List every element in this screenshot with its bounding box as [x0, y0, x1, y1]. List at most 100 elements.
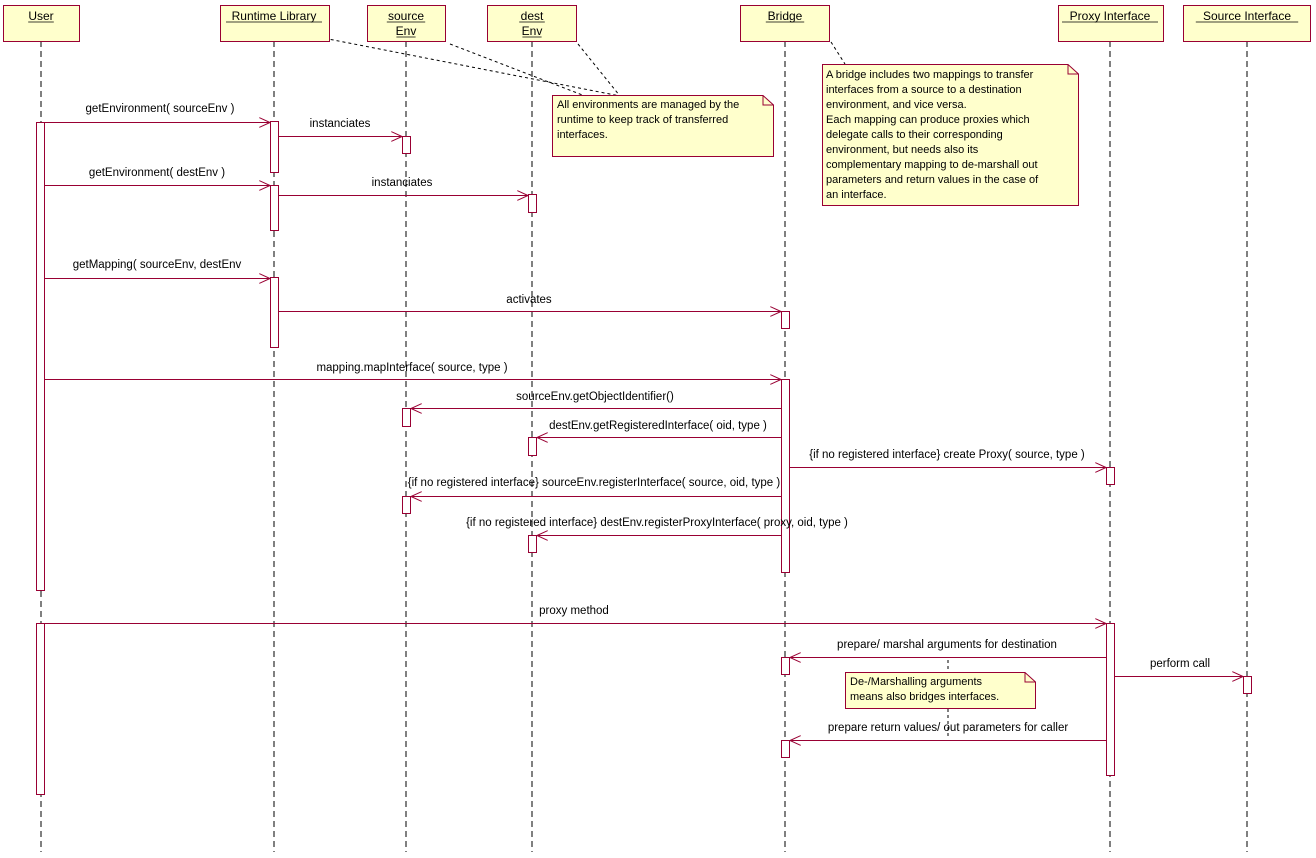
- message-bridge-to-source-env: sourceEnv.getObjectIdentifier(): [411, 391, 781, 409]
- note-text-line: parameters and return values in the case…: [826, 174, 1039, 186]
- note-marshalling: De-/Marshalling arguments means also brid…: [845, 672, 1036, 709]
- participant-proxy: Proxy Interface: [1058, 5, 1164, 42]
- participant-box: [487, 5, 577, 42]
- message-proxy-to-bridge: prepare return values/ out parameters fo…: [790, 722, 1106, 741]
- participant-box: [1058, 5, 1164, 42]
- message-bridge-to-proxy: {if no registered interface} create Prox…: [790, 449, 1106, 468]
- message-bridge-to-source-env: {if no registered interface} sourceEnv.r…: [408, 477, 781, 497]
- note-text-line: complementary mapping to de-marshall out: [826, 159, 1038, 171]
- participant-box: [1183, 5, 1311, 42]
- message-user-to-runtime: getMapping( sourceEnv, destEnv: [45, 259, 270, 279]
- message-user-to-bridge: mapping.mapInterface( source, type ): [45, 362, 781, 380]
- participant-runtime: Runtime Library: [220, 5, 330, 42]
- activation-dest-env: [528, 194, 537, 213]
- message-label: activates: [506, 294, 552, 306]
- message-label: proxy method: [539, 605, 609, 617]
- participant-label: Env: [396, 24, 417, 38]
- note-body: [845, 672, 1036, 709]
- participant-label: Runtime Library: [232, 9, 317, 23]
- activation-proxy: [1106, 623, 1115, 776]
- message-user-to-proxy: proxy method: [45, 605, 1106, 624]
- message-user-to-runtime: getEnvironment( sourceEnv ): [45, 103, 270, 123]
- note-text-line: environment, and vice versa.: [826, 99, 967, 111]
- note-text-line: runtime to keep track of transferred: [557, 114, 728, 126]
- activation-bridge: [781, 311, 790, 329]
- message-label: prepare/ marshal arguments for destinati…: [837, 639, 1057, 651]
- activation-user: [36, 623, 45, 795]
- message-proxy-to-source-iface: perform call: [1115, 658, 1243, 677]
- message-label: {if no registered interface} destEnv.reg…: [466, 517, 848, 529]
- note-text-line: environment, but needs also its: [826, 144, 979, 156]
- activation-bridge: [781, 379, 790, 573]
- message-label: getEnvironment( sourceEnv ): [86, 103, 235, 115]
- note-fold: [1067, 64, 1079, 75]
- message-label: destEnv.getRegisteredInterface( oid, typ…: [549, 420, 767, 432]
- participant-label: Source Interface: [1203, 9, 1291, 23]
- note-connector-runtime: [312, 35, 621, 97]
- participant-dest_env: destEnv: [487, 5, 577, 42]
- note-connector-dest-env: [577, 43, 621, 97]
- activation-runtime: [270, 277, 279, 348]
- participant-box: [220, 5, 330, 42]
- participant-box: [740, 5, 830, 42]
- message-label: getMapping( sourceEnv, destEnv: [73, 259, 242, 271]
- participant-user: User: [3, 5, 80, 42]
- note-fold: [1024, 672, 1036, 683]
- message-runtime-to-dest-env: instanciates: [279, 177, 528, 196]
- participant-label: Proxy Interface: [1070, 9, 1151, 23]
- participant-label: Env: [522, 24, 543, 38]
- participant-source_env: sourceEnv: [367, 5, 446, 42]
- note-text-line: A bridge includes two mappings to transf…: [826, 69, 1034, 81]
- activation-source-iface: [1243, 676, 1252, 694]
- activation-user: [36, 122, 45, 591]
- message-label: perform call: [1150, 658, 1210, 670]
- note-text-line: Each mapping can produce proxies which: [826, 114, 1030, 126]
- note-text-line: delegate calls to their corresponding: [826, 129, 1003, 141]
- note-bridge: A bridge includes two mappings to transf…: [822, 64, 1079, 206]
- note-connector-bridge: [830, 41, 846, 65]
- participant-box: [367, 5, 446, 42]
- message-label: mapping.mapInterface( source, type ): [316, 362, 507, 374]
- activation-source-env: [402, 136, 411, 154]
- note-environments: All environments are managed by the runti…: [552, 95, 774, 157]
- message-label: getEnvironment( destEnv ): [89, 167, 225, 179]
- message-bridge-to-dest-env: {if no registered interface} destEnv.reg…: [466, 517, 848, 536]
- message-label: {if no registered interface} sourceEnv.r…: [408, 477, 781, 489]
- activation-bridge: [781, 740, 790, 758]
- activation-proxy: [1106, 467, 1115, 485]
- message-user-to-runtime: getEnvironment( destEnv ): [45, 167, 270, 186]
- message-label: sourceEnv.getObjectIdentifier(): [516, 391, 674, 403]
- activation-source-env: [402, 496, 411, 514]
- message-label: {if no registered interface} create Prox…: [809, 449, 1085, 461]
- activation-dest-env: [528, 535, 537, 553]
- activation-source-env: [402, 408, 411, 427]
- message-label: prepare return values/ out parameters fo…: [828, 722, 1069, 734]
- participant-label: dest: [521, 9, 544, 23]
- activation-runtime: [270, 185, 279, 231]
- participant-source_iface: Source Interface: [1183, 5, 1311, 42]
- message-label: instanciates: [310, 118, 371, 130]
- activation-dest-env: [528, 437, 537, 456]
- message-proxy-to-bridge: prepare/ marshal arguments for destinati…: [790, 639, 1106, 658]
- note-body: [822, 64, 1079, 206]
- message-runtime-to-source-env: instanciates: [279, 118, 402, 137]
- message-runtime-to-bridge: activates: [279, 294, 781, 312]
- note-text-line: interfaces from a source to a destinatio…: [826, 84, 1022, 96]
- participant-label: User: [28, 9, 53, 23]
- participant-box: [3, 5, 80, 42]
- participant-bridge: Bridge: [740, 5, 830, 42]
- participant-label: Bridge: [768, 9, 803, 23]
- participant-label: source: [388, 9, 424, 23]
- note-fold: [762, 95, 774, 106]
- note-text-line: All environments are managed by the: [557, 99, 739, 111]
- note-body: [552, 95, 774, 157]
- note-text-line: means also bridges interfaces.: [850, 691, 999, 703]
- message-label: instanciates: [372, 177, 433, 189]
- message-bridge-to-dest-env: destEnv.getRegisteredInterface( oid, typ…: [537, 420, 781, 438]
- note-connector-source-env: [449, 43, 586, 97]
- note-text-line: interfaces.: [557, 129, 608, 141]
- note-text-line: De-/Marshalling arguments: [850, 676, 983, 688]
- activation-bridge: [781, 657, 790, 675]
- note-text-line: an interface.: [826, 189, 887, 201]
